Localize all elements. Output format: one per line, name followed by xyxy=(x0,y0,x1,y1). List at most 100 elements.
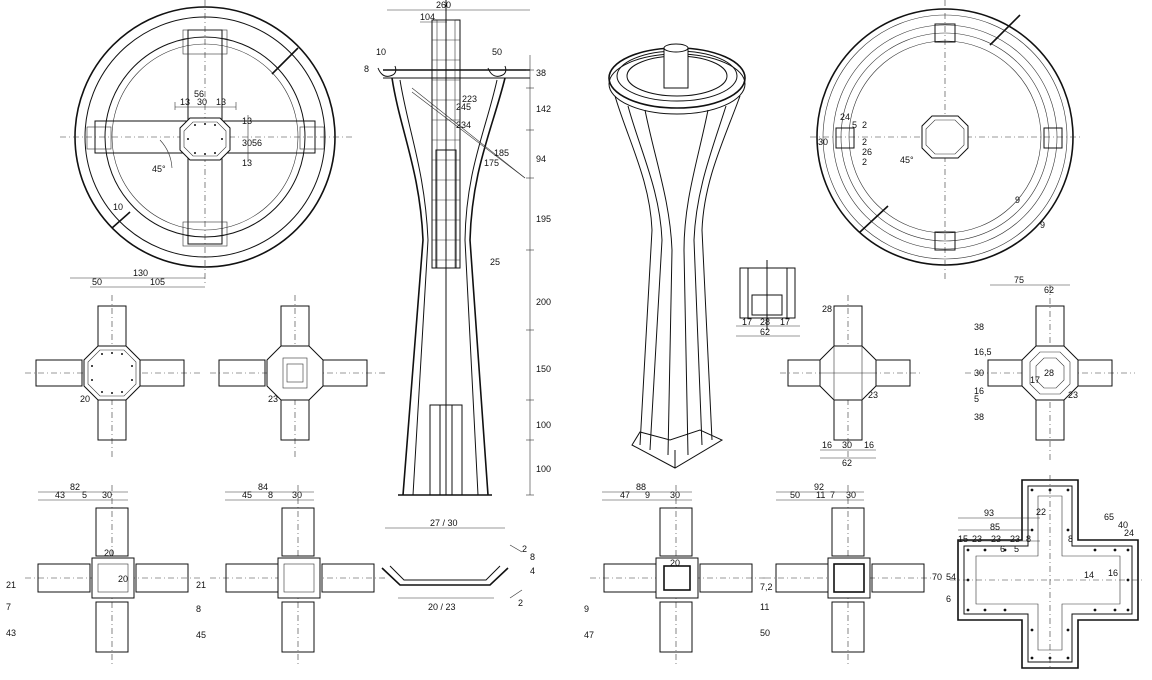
dim-2730: 27 / 30 xyxy=(430,518,458,528)
section-column: 260 104 10 8 50 38 142 223 245 234 185 1… xyxy=(364,0,551,496)
dim-20: 20 xyxy=(80,394,90,404)
dim-23: 23 xyxy=(868,390,878,400)
dim-38: 38 xyxy=(536,68,546,78)
dim-23b: 23 xyxy=(991,534,1001,544)
dim-9: 9 xyxy=(645,490,650,500)
dim-angle: 45° xyxy=(900,155,914,165)
cross-mid-c: 28 23 16 30 16 62 xyxy=(780,295,920,468)
dim-82: 82 xyxy=(70,482,80,492)
dim-angle: 45° xyxy=(152,164,166,174)
dim-16a: 16 xyxy=(822,440,832,450)
dim-20: 20 xyxy=(670,558,680,568)
dim-150: 150 xyxy=(536,364,551,374)
dim-185: 185 xyxy=(494,148,509,158)
dim-28: 28 xyxy=(760,317,770,327)
dim-20b: 20 xyxy=(118,574,128,584)
dim-234: 234 xyxy=(456,120,471,130)
dim-5: 5 xyxy=(974,394,979,404)
dim-175: 175 xyxy=(484,158,499,168)
cross-mid-b: 23 xyxy=(210,295,385,460)
dim-6b: 6 xyxy=(1000,544,1005,554)
cross-bottom-d: 92 50 11 7 30 7,2 11 50 xyxy=(760,482,935,665)
dim-10: 10 xyxy=(376,47,386,57)
dim-2023: 20 / 23 xyxy=(428,602,456,612)
dim-165: 16,5 xyxy=(974,347,992,357)
cross-bottom-b: 84 45 8 30 21 8 45 xyxy=(196,482,385,665)
dim-8: 8 xyxy=(364,64,369,74)
dim-50v: 50 xyxy=(760,628,770,638)
dim-2: 2 xyxy=(522,544,527,554)
dim-2c: 2 xyxy=(862,157,867,167)
dim-62: 62 xyxy=(1044,285,1054,295)
dim-62: 62 xyxy=(842,458,852,468)
dim-24: 24 xyxy=(840,112,850,122)
dim-7: 7 xyxy=(6,602,11,612)
dim-30: 30 xyxy=(292,490,302,500)
dim-43v: 43 xyxy=(6,628,16,638)
dim-16b: 16 xyxy=(864,440,874,450)
dim-40: 40 xyxy=(1118,520,1128,530)
dim-v30: 30 xyxy=(242,138,252,148)
dim-9a: 9 xyxy=(1015,195,1020,205)
dim-88: 88 xyxy=(636,482,646,492)
dim-54: 54 xyxy=(946,572,956,582)
dim-7: 7 xyxy=(830,490,835,500)
dim-v13b: 13 xyxy=(242,158,252,168)
dim-70: 70 xyxy=(932,572,942,582)
dim-2a: 2 xyxy=(862,120,867,130)
dim-14: 14 xyxy=(1084,570,1094,580)
dim-245: 245 xyxy=(456,102,471,112)
dim-11: 11 xyxy=(816,490,825,500)
dim-28: 28 xyxy=(822,304,832,314)
dim-8: 8 xyxy=(268,490,273,500)
perspective-column xyxy=(608,43,746,469)
dim-9v: 9 xyxy=(584,604,589,614)
dim-30: 30 xyxy=(846,490,856,500)
dim-17: 17 xyxy=(1030,375,1040,385)
dim-50: 50 xyxy=(492,47,502,57)
dim-5: 5 xyxy=(82,490,87,500)
dim-5: 5 xyxy=(1014,544,1019,554)
dim-100a: 100 xyxy=(536,420,551,430)
dim-45: 45 xyxy=(242,490,252,500)
dim-8a: 8 xyxy=(1026,534,1031,544)
dim-v56: 56 xyxy=(252,138,262,148)
dim-130: 130 xyxy=(133,268,148,278)
dim-23: 23 xyxy=(1068,390,1078,400)
dim-13a: 13 xyxy=(180,97,190,107)
dim-28: 28 xyxy=(1044,368,1054,378)
dim-260: 260 xyxy=(436,0,451,10)
dim-100b: 100 xyxy=(536,464,551,474)
dim-94: 94 xyxy=(536,154,546,164)
gutter-section: 27 / 30 20 / 23 4 2 8 2 xyxy=(381,518,535,612)
cross-mid-d: 75 62 38 16,5 30 16 5 38 17 28 23 xyxy=(965,275,1135,460)
dim-142: 142 xyxy=(536,104,551,114)
dim-15: 15 xyxy=(958,534,968,544)
dim-5: 5 xyxy=(852,120,857,130)
dim-17a: 17 xyxy=(742,317,752,327)
dim-8b: 8 xyxy=(1068,534,1073,544)
dim-13b: 13 xyxy=(216,97,226,107)
cross-mid-a: 20 xyxy=(25,295,200,460)
dim-93: 93 xyxy=(984,508,994,518)
dim-20a: 20 xyxy=(104,548,114,558)
dim-6a: 6 xyxy=(946,594,951,604)
dim-195: 195 xyxy=(536,214,551,224)
dim-38a: 38 xyxy=(974,322,984,332)
dim-38b: 38 xyxy=(974,412,984,422)
dim-30: 30 xyxy=(102,490,112,500)
dim-50: 50 xyxy=(790,490,800,500)
dim-47: 47 xyxy=(620,490,630,500)
dim-62: 62 xyxy=(760,327,770,337)
dim-105: 105 xyxy=(150,277,165,287)
dim-2b: 2 xyxy=(862,137,867,147)
dim-65: 65 xyxy=(1104,512,1114,522)
dim-21: 21 xyxy=(6,580,16,590)
dim-22: 22 xyxy=(1036,507,1046,517)
dim-50: 50 xyxy=(92,277,102,287)
dim-30: 30 xyxy=(670,490,680,500)
dim-26: 26 xyxy=(862,147,872,157)
plan-top-right: 24 5 2 30 2 26 2 45° 9 9 xyxy=(810,0,1080,280)
dim-30: 30 xyxy=(842,440,852,450)
